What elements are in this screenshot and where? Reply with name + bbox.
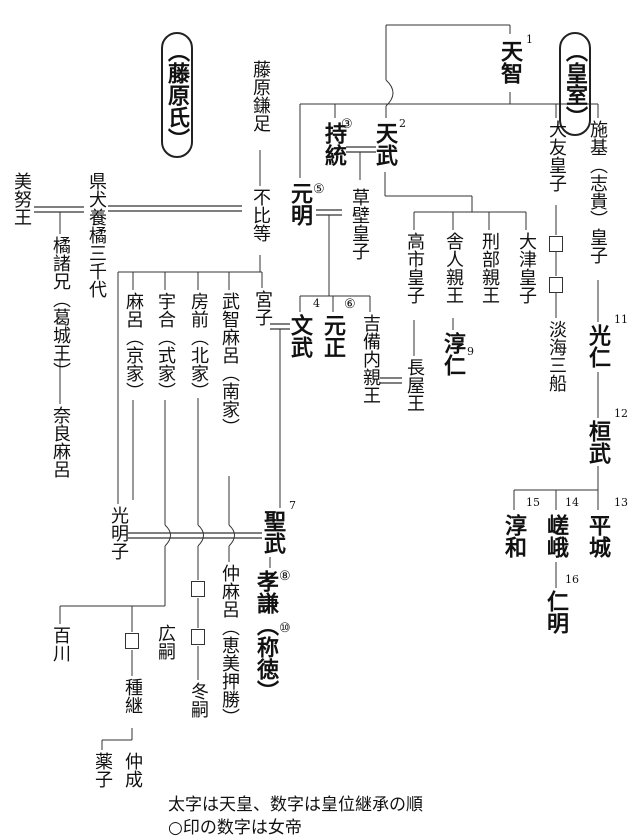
- unknown-descendant-box: [549, 277, 563, 293]
- unknown-descendant-box: [549, 236, 563, 252]
- succession-number-genmei: ⑤: [313, 182, 325, 197]
- succession-number-saga: 14: [565, 496, 579, 509]
- junnin: 淳仁: [440, 332, 466, 376]
- header-imperial: （皇室）: [559, 32, 591, 136]
- monmu: 文武: [287, 314, 313, 358]
- konin: 光仁: [585, 324, 611, 368]
- hirotsugu: 広嗣: [155, 624, 176, 660]
- tenji: 天智: [497, 40, 523, 84]
- toneri: 舎人親王: [443, 232, 464, 304]
- succession-number-koken2: ⑩: [279, 621, 291, 636]
- moroe: 橘諸兄（葛城王）: [50, 236, 71, 380]
- naramaro: 奈良麻呂: [50, 406, 71, 478]
- osakabe: 刑部親王: [479, 232, 500, 304]
- succession-number-kanmu: 12: [614, 407, 628, 420]
- kibi: 吉備内親王: [360, 314, 381, 404]
- momokawa: 百川: [50, 626, 71, 662]
- miyako: 宮子: [252, 290, 273, 326]
- header-fujiwara: （藤原氏）: [161, 32, 193, 158]
- takechi: 高市皇子: [404, 232, 425, 304]
- kusakabe: 草壁皇子: [349, 188, 370, 260]
- succession-number-shomu: 7: [289, 499, 296, 512]
- legend-line-1: 太字は天皇、数字は皇位継承の順: [168, 795, 423, 815]
- fuhito: 不比等: [250, 188, 271, 242]
- maro: 麻呂（京家）: [123, 292, 144, 400]
- muchimaro: 武智麻呂（南家）: [219, 292, 240, 436]
- koken: 孝謙（称徳）: [253, 570, 279, 702]
- succession-number-junna: 15: [526, 496, 540, 509]
- unknown-descendant-box: [191, 629, 205, 645]
- nakamaro: 仲麻呂（恵美押勝）: [219, 564, 240, 726]
- nagaya: 長屋王: [404, 358, 425, 412]
- gensho: 元正: [320, 314, 346, 358]
- shomu: 聖武: [260, 510, 286, 554]
- unknown-descendant-box: [191, 581, 205, 597]
- genmei: 元明: [287, 182, 313, 226]
- kanmu: 桓武: [585, 420, 611, 464]
- succession-number-jito: ③: [341, 117, 353, 132]
- succession-number-tenmu: 2: [399, 117, 406, 130]
- succession-number-tenji: 1: [526, 33, 533, 46]
- ninmyo: 仁明: [543, 590, 569, 634]
- heizei: 平城: [585, 514, 611, 558]
- succession-number-konin: 11: [614, 313, 628, 326]
- fusasaki: 房前（北家）: [188, 292, 209, 400]
- kamatari: 藤原鎌足: [250, 60, 271, 132]
- fuyutsugu: 冬嗣: [188, 682, 209, 718]
- umakai: 宇合（式家）: [155, 292, 176, 400]
- michimo: 県犬養橘三千代: [86, 172, 107, 298]
- unknown-descendant-box: [125, 633, 139, 649]
- saga: 嵯峨: [543, 514, 569, 558]
- otomo: 大友皇子: [546, 120, 567, 192]
- minu: 美努王: [11, 172, 32, 226]
- legend-line-2: ○印の数字は女帝: [168, 818, 302, 838]
- kusuko: 薬子: [92, 752, 113, 788]
- nakanari: 仲成: [122, 752, 143, 788]
- succession-number-ninmyo: 16: [565, 573, 579, 586]
- oumi-mifune: 淡海三船: [546, 320, 567, 392]
- succession-number-monmu: 4: [313, 297, 320, 310]
- succession-number-heizei: 13: [614, 496, 628, 509]
- jito: 持統: [321, 122, 347, 166]
- tenmu: 天武: [372, 122, 398, 166]
- succession-number-junnin: 9: [467, 345, 474, 358]
- tanetsugu: 種継: [122, 678, 143, 714]
- junna: 淳和: [501, 514, 527, 558]
- komyo: 光明子: [108, 506, 129, 560]
- shiki: 施基（志貴）皇子: [587, 120, 608, 264]
- succession-number-gensho: ⑥: [344, 297, 356, 312]
- succession-number-koken: ⑧: [279, 569, 291, 584]
- otsu: 大津皇子: [516, 232, 537, 304]
